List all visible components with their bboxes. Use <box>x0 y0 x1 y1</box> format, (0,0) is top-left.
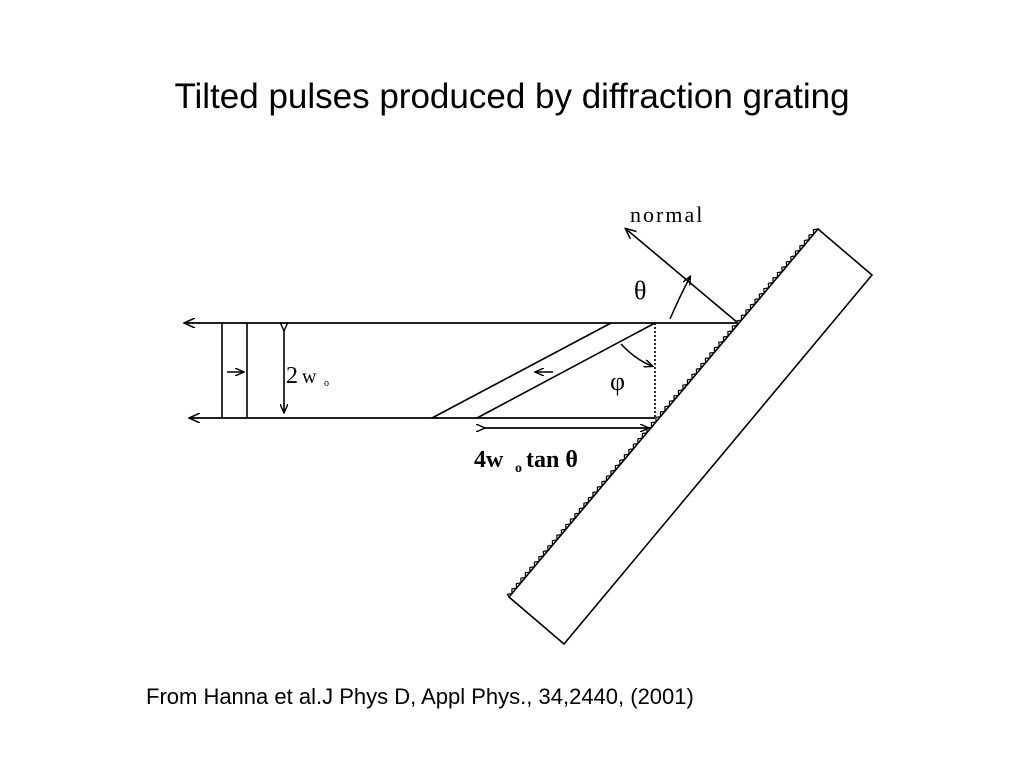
theta-arc-arrow <box>669 277 690 320</box>
beam-width-coef: 2 <box>286 363 298 389</box>
normal-arrow <box>626 229 739 324</box>
phi-arc-arrow <box>620 343 652 366</box>
phi-label: φ <box>610 367 625 396</box>
beam-width-label: 2 w o <box>286 363 329 389</box>
grating-slab <box>506 227 874 646</box>
displacement-coef: 4w <box>474 447 504 473</box>
beam-width-sub: o <box>324 378 329 389</box>
displacement-sub: o <box>515 461 522 476</box>
citation: From Hanna et al.J Phys D, Appl Phys., 3… <box>146 684 694 709</box>
theta-label: θ <box>634 276 646 305</box>
displacement-label: 4w o tan θ <box>474 447 578 476</box>
grating-teeth <box>506 228 819 598</box>
tilted-front-right <box>476 322 656 419</box>
slide-title: Tilted pulses produced by diffraction gr… <box>174 77 850 116</box>
normal-label: normal <box>630 202 704 227</box>
displacement-rest: tan θ <box>526 447 578 473</box>
tilted-front-left <box>431 322 612 419</box>
beam-width-var: w <box>302 366 317 388</box>
